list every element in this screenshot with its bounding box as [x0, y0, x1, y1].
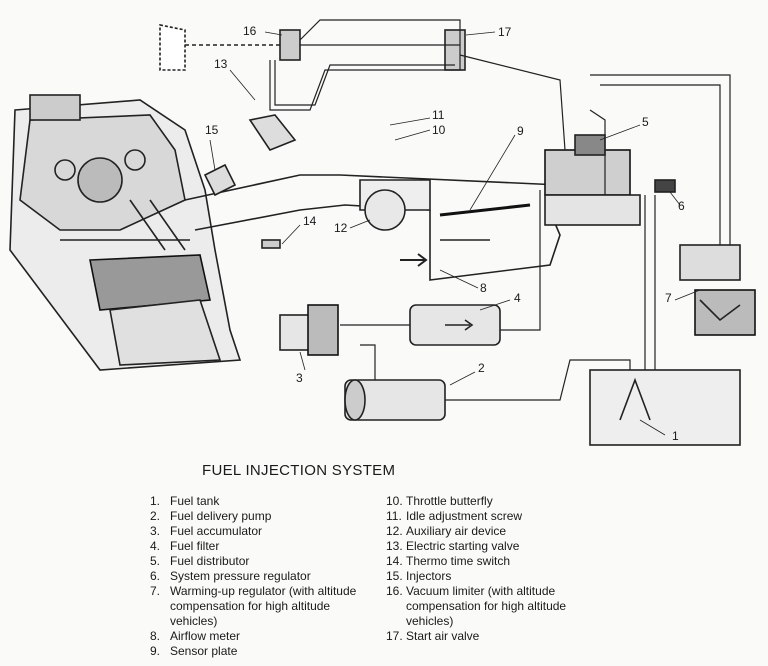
callout-labels: 1 2 3 4 5 6 7 8 9 10 11 12 13 14 15 16 1… — [205, 24, 685, 443]
callout-16: 16 — [243, 24, 257, 38]
legend-item: 14.Thermo time switch — [386, 554, 606, 569]
callout-15: 15 — [205, 123, 219, 137]
callout-2: 2 — [478, 361, 485, 375]
diagram-title: FUEL INJECTION SYSTEM — [202, 462, 396, 480]
callout-9: 9 — [517, 124, 524, 138]
callout-13: 13 — [214, 57, 228, 71]
legend-num: 15. — [386, 569, 403, 583]
legend-text: Throttle butterfly — [406, 494, 493, 508]
callout-6: 6 — [678, 199, 685, 213]
legend-num: 7. — [150, 584, 161, 598]
thermo-time-switch — [261, 239, 281, 249]
fuel-tank — [589, 369, 741, 446]
callout-8: 8 — [480, 281, 487, 295]
callout-4: 4 — [514, 291, 521, 305]
legend-item: 10.Throttle butterfly — [386, 494, 606, 509]
legend-num: 8. — [150, 629, 161, 643]
legend-item: 8. Airflow meter — [150, 629, 360, 644]
air-lines — [269, 19, 566, 151]
legend-text: Thermo time switch — [406, 554, 511, 568]
fuel-delivery-pump — [344, 379, 446, 421]
legend-item: 17.Start air valve — [386, 629, 606, 644]
legend-text: Start air valve — [406, 629, 480, 643]
legend-right-column: 10.Throttle butterfly 11. Idle adjustment… — [386, 494, 606, 644]
callout-5: 5 — [642, 115, 649, 129]
legend-text: Electric starting valve — [406, 539, 520, 553]
legend-text: Auxiliary air device — [406, 524, 507, 538]
legend-num: 10. — [386, 494, 403, 508]
fuel-filter — [409, 304, 501, 346]
altitude-capsule — [159, 24, 186, 71]
injector — [203, 163, 237, 197]
legend-num: 11. — [386, 509, 402, 523]
legend-item: 9. Sensor plate — [150, 644, 360, 659]
legend-num: 12. — [386, 524, 403, 538]
legend-item: 11. Idle adjustment screw — [386, 509, 606, 524]
legend-num: 6. — [150, 569, 161, 583]
legend-num: 1. — [150, 494, 161, 508]
legend-num: 3. — [150, 524, 161, 538]
start-air-valve — [444, 29, 466, 71]
callout-7: 7 — [665, 291, 672, 305]
auxiliary-air-device — [364, 189, 406, 231]
fuel-lines — [340, 74, 731, 401]
legend-text: Vacuum limiter (with altitude compensati… — [406, 584, 567, 628]
legend-num: 14. — [386, 554, 403, 568]
legend-text: Airflow meter — [170, 629, 241, 643]
legend-left-column: 1. Fuel tank 2. Fuel delivery pump 3. Fuel … — [150, 494, 360, 659]
engine-cutaway — [9, 94, 242, 371]
legend-item: 1. Fuel tank — [150, 494, 360, 509]
callout-12: 12 — [334, 221, 348, 235]
callout-11: 11 — [432, 108, 445, 122]
legend-item: 5. Fuel distributor — [150, 554, 360, 569]
vacuum-limiter — [279, 29, 301, 61]
legend-text: Fuel distributor — [170, 554, 250, 568]
legend-num: 13. — [386, 539, 403, 553]
legend-num: 5. — [150, 554, 161, 568]
fuel-accumulator — [279, 304, 339, 356]
legend-item: 6. System pressure regulator — [150, 569, 360, 584]
legend-text: Sensor plate — [170, 644, 238, 658]
legend-item: 12.Auxiliary air device — [386, 524, 606, 539]
callout-1: 1 — [672, 429, 679, 443]
legend-item: 4. Fuel filter — [150, 539, 360, 554]
callout-3: 3 — [296, 371, 303, 385]
legend-num: 9. — [150, 644, 161, 658]
legend-item: 3. Fuel accumulator — [150, 524, 360, 539]
legend-text: Fuel tank — [170, 494, 220, 508]
legend-text: Injectors — [406, 569, 452, 583]
callout-10: 10 — [432, 123, 446, 137]
legend-num: 2. — [150, 509, 161, 523]
legend-item: 7. Warming-up regulator (with altitude co… — [150, 584, 360, 629]
legend-text: Warming-up regulator (with altitude comp… — [170, 584, 357, 628]
callout-leaders — [209, 31, 701, 436]
legend-item: 13.Electric starting valve — [386, 539, 606, 554]
warming-up-regulator — [679, 244, 756, 336]
legend-item: 15.Injectors — [386, 569, 606, 584]
legend-text: System pressure regulator — [170, 569, 311, 583]
legend-num: 16. — [386, 584, 403, 598]
callout-14: 14 — [303, 214, 317, 228]
air-inlet-arrow — [400, 253, 428, 267]
legend-item: 16.Vacuum limiter (with altitude compens… — [386, 584, 606, 629]
legend-text: Fuel accumulator — [170, 524, 263, 538]
callout-17: 17 — [498, 25, 512, 39]
legend-text: Fuel delivery pump — [170, 509, 272, 523]
fuel-injection-diagram: 1 2 3 4 5 6 7 8 9 10 11 12 13 14 15 16 1… — [9, 19, 756, 446]
legend-num: 4. — [150, 539, 161, 553]
legend-text: Idle adjustment screw — [406, 509, 523, 523]
legend-text: Fuel filter — [170, 539, 220, 553]
legend-num: 17. — [386, 629, 403, 643]
legend-item: 2. Fuel delivery pump — [150, 509, 360, 524]
electric-starting-valve — [248, 114, 297, 151]
